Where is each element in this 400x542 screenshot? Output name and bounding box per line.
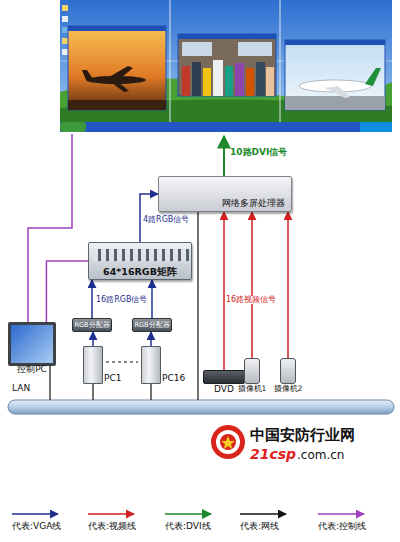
video-wall xyxy=(178,34,276,96)
video-wall xyxy=(192,62,201,96)
video-wall xyxy=(225,66,233,96)
matrix-device: 64*16RGB矩阵 xyxy=(88,242,192,280)
site-emblem xyxy=(220,434,236,450)
video-wall xyxy=(285,40,385,110)
edge-label: 16路视频信号 xyxy=(226,296,276,304)
site-domain: 21csp xyxy=(250,447,296,461)
legend-text: 代表:DVI线 xyxy=(165,522,211,531)
dvi-signal-arrow xyxy=(224,136,225,176)
signal-connector xyxy=(223,212,225,370)
node-label: 控制PC xyxy=(17,365,47,374)
pc-tower: PC1 xyxy=(83,346,103,384)
network-bus xyxy=(92,384,93,400)
signal-connector xyxy=(251,212,253,358)
network-bus xyxy=(106,362,138,363)
legend-text: 代表:VGA线 xyxy=(12,522,61,531)
video-wall xyxy=(68,26,166,31)
video-wall xyxy=(62,5,68,11)
legend-samples xyxy=(88,513,134,515)
video-wall xyxy=(62,16,68,22)
video-wall xyxy=(60,122,392,132)
video-wall xyxy=(62,27,68,33)
legend-samples xyxy=(12,513,58,515)
legend-samples xyxy=(240,513,286,515)
video-wall xyxy=(62,49,68,55)
video-wall xyxy=(365,68,381,86)
signal-connector xyxy=(150,332,152,346)
node-label: PC16 xyxy=(162,374,185,383)
video-wall xyxy=(203,68,211,96)
edge-label: 16路RGB信号 xyxy=(96,296,147,304)
video-wall xyxy=(213,60,223,96)
video-wall xyxy=(60,0,392,132)
network-bus xyxy=(49,366,50,400)
network-bus xyxy=(8,400,394,414)
edge-label: 4路RGB信号 xyxy=(143,216,189,224)
video-wall xyxy=(178,34,276,39)
signal-label: 10路DVI信号 xyxy=(230,148,287,157)
splitter-device: RGB分配器 xyxy=(132,318,172,332)
video-wall xyxy=(68,100,166,110)
control-pc: 控制PC xyxy=(8,322,56,366)
node-label: 摄像机2 xyxy=(274,385,303,393)
legend-text: 代表:控制线 xyxy=(318,522,366,531)
legend-samples xyxy=(318,513,364,515)
legend-samples xyxy=(165,513,211,515)
node-label: 64*16RGB矩阵 xyxy=(103,267,177,277)
node-label: RGB分配器 xyxy=(74,322,109,329)
legend-text: 代表:视频线 xyxy=(88,522,136,531)
signal-connector xyxy=(91,280,93,318)
video-wall xyxy=(256,62,265,96)
signal-connector xyxy=(46,261,88,322)
video-wall xyxy=(182,42,212,56)
site-emblem xyxy=(211,425,245,459)
node-label: RGB分配器 xyxy=(134,322,169,329)
node-label: 网络多屏处理器 xyxy=(222,199,285,208)
network-bus xyxy=(150,384,151,400)
video-wall xyxy=(325,86,350,98)
video-wall xyxy=(246,68,254,96)
site-emblem xyxy=(211,425,245,459)
network-bus xyxy=(8,212,394,414)
video-wall xyxy=(238,42,272,56)
video-wall xyxy=(235,63,244,96)
node-label: 摄像机1 xyxy=(238,385,267,393)
legend-samples xyxy=(12,514,364,515)
network-label: LAN xyxy=(12,384,30,393)
dvi-signal-arrow xyxy=(223,136,225,176)
node-label: DVD xyxy=(214,385,234,394)
node-label: PC1 xyxy=(104,374,121,383)
site-domain: .com.cn xyxy=(297,449,344,461)
video-wall xyxy=(182,66,190,96)
signal-connector xyxy=(287,212,289,358)
video-wall xyxy=(360,122,392,132)
network-bus xyxy=(197,212,198,400)
dvd-player: DVD xyxy=(203,370,245,384)
site-emblem xyxy=(216,430,240,454)
pc-tower: PC16 xyxy=(141,346,161,384)
camera: 摄像机2 xyxy=(280,358,296,384)
legend-text: 代表:网线 xyxy=(240,522,279,531)
signal-connector xyxy=(92,332,94,346)
video-wall xyxy=(285,96,385,110)
site-name: 中国安防行业网 xyxy=(250,428,355,443)
control-line xyxy=(28,134,72,322)
video-wall xyxy=(68,26,166,110)
signal-connector xyxy=(151,280,153,318)
video-wall xyxy=(62,38,68,44)
video-wall xyxy=(266,67,274,96)
camera: 摄像机1 xyxy=(244,358,260,384)
video-wall xyxy=(60,122,86,132)
processor-device: 网络多屏处理器 xyxy=(158,176,292,212)
site-emblem xyxy=(221,436,235,449)
splitter-device: RGB分配器 xyxy=(72,318,112,332)
video-wall xyxy=(285,40,385,45)
video-wall xyxy=(60,0,392,132)
control-line xyxy=(28,134,72,322)
video-wall xyxy=(82,66,133,92)
